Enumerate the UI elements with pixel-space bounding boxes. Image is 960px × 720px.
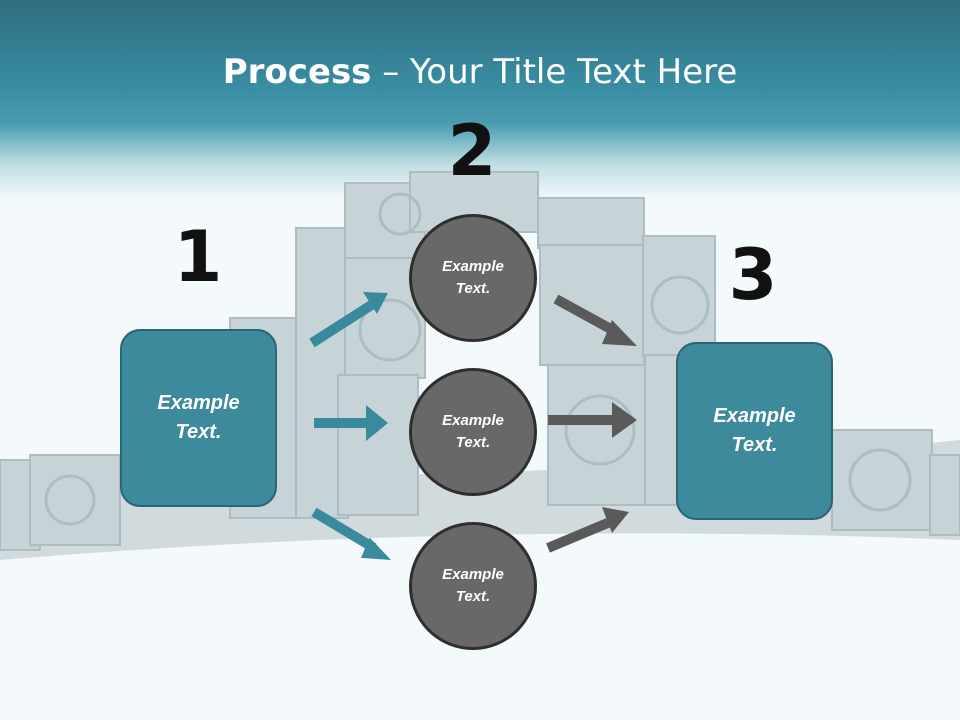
title-rest: – Your Title Text Here [371, 52, 738, 92]
process-circle-middle: Example Text. [409, 368, 537, 496]
arrow-down-right [311, 507, 377, 553]
end-box-label: Example Text. [713, 405, 796, 456]
step-number-3: 3 [728, 234, 778, 316]
arrow-down-to-end [553, 294, 621, 338]
slide-title: Process – Your Title Text Here [0, 52, 960, 92]
arrow-up-right [309, 299, 376, 348]
header-band [0, 0, 960, 200]
start-box: Example Text. [120, 329, 277, 507]
start-box-label: Example Text. [157, 392, 240, 443]
circle-top-label: Example Text. [442, 257, 504, 298]
circle-middle-label: Example Text. [442, 411, 504, 452]
process-circle-top: Example Text. [409, 214, 537, 342]
arrow-straight-to-end-head [612, 402, 637, 438]
dark-arrows [546, 294, 637, 553]
arrow-up-to-end [546, 517, 612, 553]
step-number-1: 1 [173, 216, 223, 298]
arrow-down-to-end-head [602, 320, 637, 346]
arrow-right-head [366, 405, 388, 441]
arrow-down-right-head [361, 537, 391, 560]
step-number-2: 2 [447, 110, 497, 192]
title-bold: Process [222, 52, 372, 92]
end-box: Example Text. [676, 342, 833, 520]
process-circle-bottom: Example Text. [409, 522, 537, 650]
arrow-up-right-head [363, 292, 388, 314]
circle-bottom-label: Example Text. [442, 565, 504, 606]
teal-arrows [309, 292, 391, 560]
arrow-up-to-end-head [602, 507, 629, 533]
